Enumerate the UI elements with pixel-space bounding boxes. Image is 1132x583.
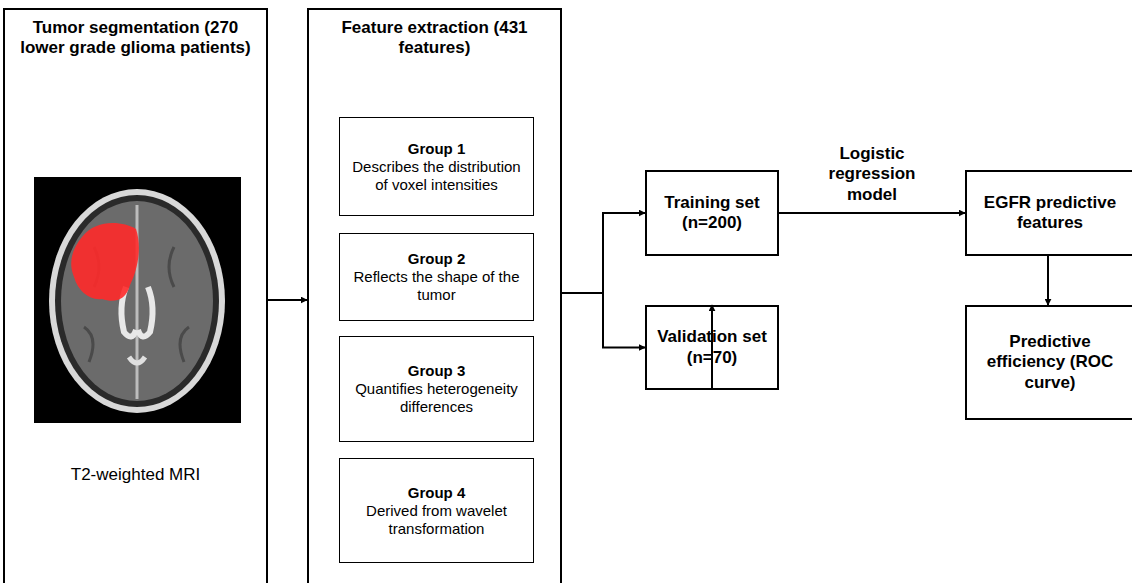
stage-panel: Tumor segmentation (270 lower grade glio… xyxy=(3,8,268,583)
connector-arrow xyxy=(562,213,645,293)
node-title: Predictive efficiency (ROC curve) xyxy=(967,332,1132,393)
process-box: EGFR predictive features xyxy=(965,170,1132,256)
node-title: Feature extraction (431 features) xyxy=(309,10,560,59)
node-title: Validation set (n=70) xyxy=(647,327,777,368)
connector-arrow xyxy=(268,299,307,301)
edge-label: Logistic regression model xyxy=(817,144,927,205)
node-caption: T2-weighted MRI xyxy=(5,465,266,485)
connector-arrow xyxy=(779,212,965,214)
connector-arrow xyxy=(562,293,645,348)
feature-group-box: Group 4Derived from wavelet transformati… xyxy=(339,458,534,563)
process-box: Training set (n=200) xyxy=(645,170,779,256)
node-caption: Derived from wavelet transformation xyxy=(340,502,533,538)
node-title: Training set (n=200) xyxy=(647,193,777,234)
node-caption: Quantifies heterogeneity differences xyxy=(340,380,533,416)
mri-illustration xyxy=(34,177,241,423)
node-caption: Describes the distribution of voxel inte… xyxy=(340,158,533,194)
process-box: Validation set (n=70) xyxy=(645,305,779,390)
node-caption: Reflects the shape of the tumor xyxy=(340,268,533,304)
process-box: Predictive efficiency (ROC curve) xyxy=(965,305,1132,420)
node-title: Group 1 xyxy=(402,140,472,158)
node-title: Tumor segmentation (270 lower grade glio… xyxy=(5,10,266,59)
node-title: Group 4 xyxy=(402,484,472,502)
stage-panel: Feature extraction (431 features) Group 1… xyxy=(307,8,562,583)
feature-group-box: Group 1Describes the distribution of vox… xyxy=(339,117,534,216)
connector-arrow xyxy=(1047,256,1049,305)
feature-group-box: Group 3Quantifies heterogeneity differen… xyxy=(339,336,534,442)
node-title: EGFR predictive features xyxy=(967,193,1132,234)
node-title: Group 2 xyxy=(402,250,472,268)
node-title: Group 3 xyxy=(402,362,472,380)
feature-group-box: Group 2Reflects the shape of the tumor xyxy=(339,233,534,321)
